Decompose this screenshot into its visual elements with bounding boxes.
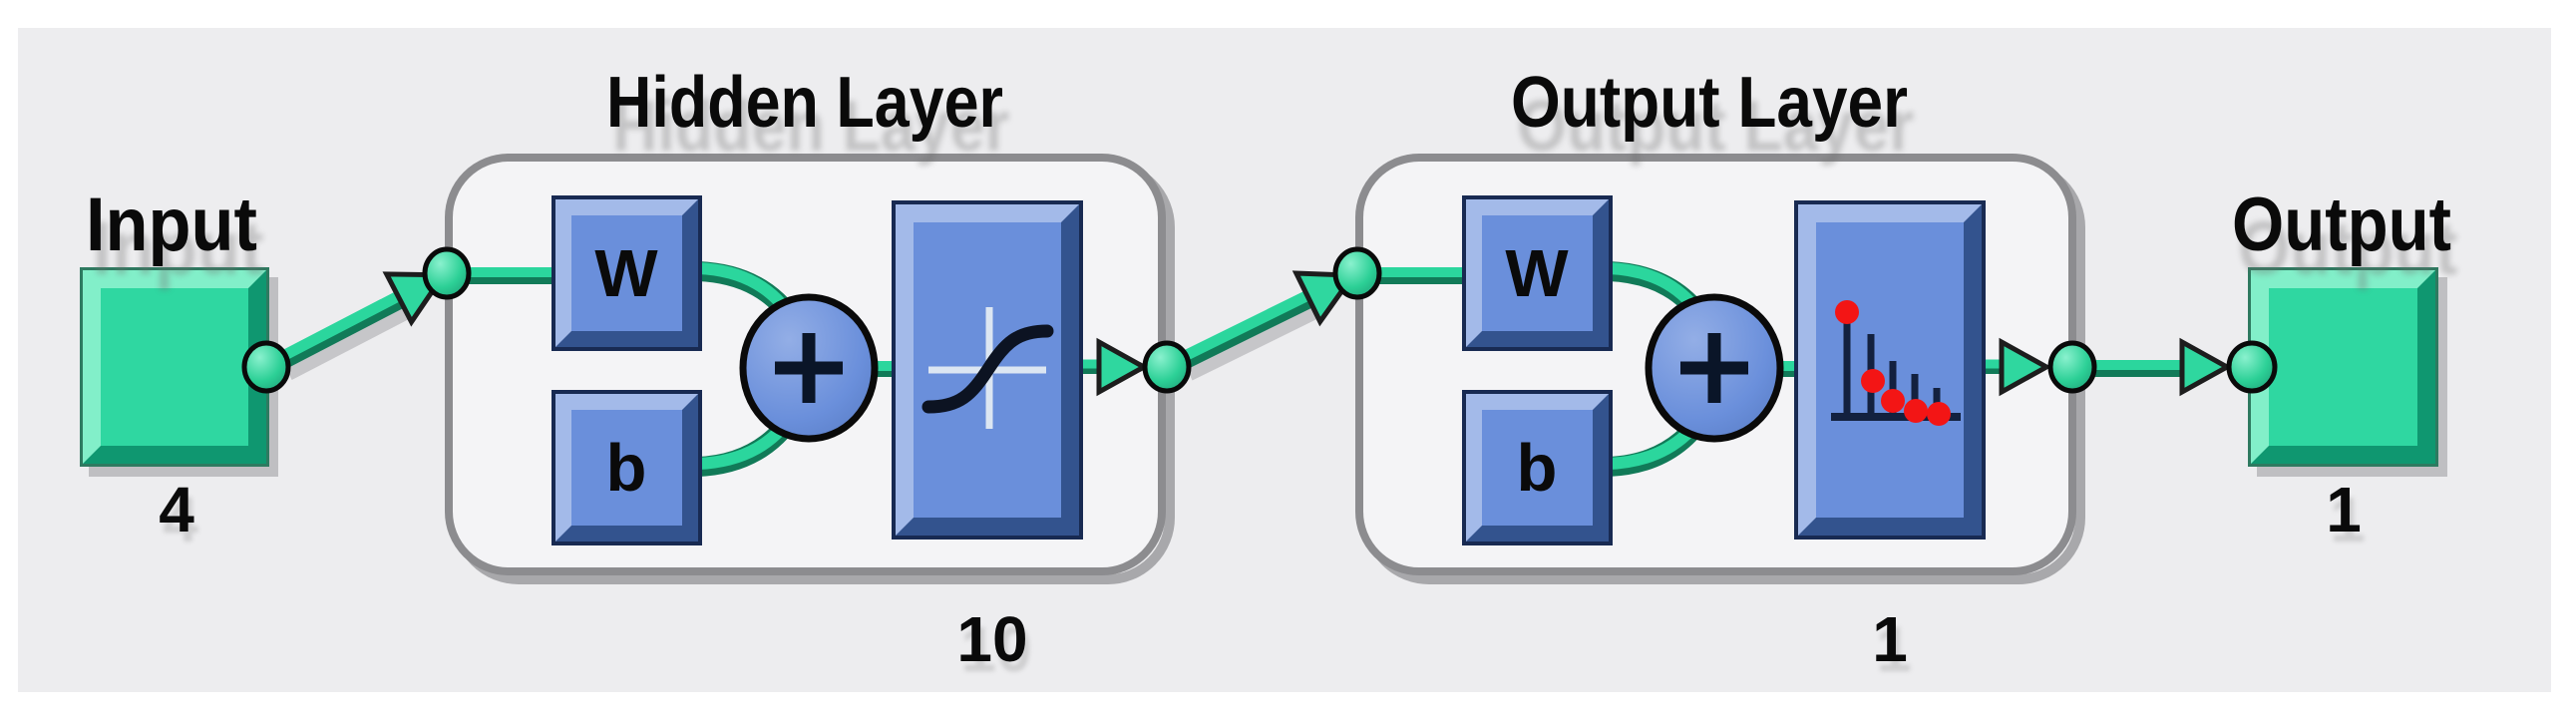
output-bias-block: b xyxy=(1462,390,1613,545)
weight-block-face xyxy=(571,215,682,331)
output-weight-block: W xyxy=(1462,195,1613,351)
softmax-stem-plot-icon xyxy=(1831,300,1961,426)
weight-label: W xyxy=(594,236,658,311)
input-size-label: 4 xyxy=(159,474,194,545)
hidden-transfer-block xyxy=(892,200,1083,540)
hidden-layer-size-label: 10 xyxy=(956,603,1027,675)
sum-plus-icon xyxy=(775,333,843,403)
output-layer-size-label: 1 xyxy=(1872,603,1908,675)
hidden-entry-node-icon xyxy=(422,246,472,300)
output-exit-arrowhead-icon xyxy=(1999,337,2052,397)
weight-block-light-bevel xyxy=(555,199,698,347)
bias-label: b xyxy=(606,431,647,506)
hidden-bias-block: b xyxy=(552,390,702,545)
stem-dot xyxy=(1904,399,1928,423)
bias-block-face xyxy=(1482,410,1593,526)
bias-block-light-bevel xyxy=(1466,394,1609,541)
weight-label: W xyxy=(1505,236,1569,311)
tansig-sigmoid-curve-icon xyxy=(921,307,1054,429)
bias-label: b xyxy=(1517,431,1558,506)
output-size-label: 1 xyxy=(2326,474,2362,545)
arrow-shaft xyxy=(274,289,405,364)
input-label: Input xyxy=(86,182,257,267)
bias-block-light-bevel xyxy=(555,394,698,541)
output-layer-title: Output Layer xyxy=(1511,63,1908,143)
hidden-exit-node-icon xyxy=(1142,340,1192,394)
input-node-icon xyxy=(241,340,291,394)
sum-plus-icon xyxy=(1680,333,1748,403)
bias-block-face xyxy=(571,410,682,526)
output-transfer-block xyxy=(1794,200,1986,540)
output-label: Output xyxy=(2232,182,2451,267)
input-block-face xyxy=(101,288,248,446)
final-arrowhead-icon xyxy=(2179,337,2233,397)
output-exit-node-icon xyxy=(2047,340,2097,394)
hidden-exit-arrowhead-icon xyxy=(1096,337,1150,397)
output-block xyxy=(2248,267,2447,477)
hidden-sum-junction xyxy=(739,293,879,443)
interlayer-arrow-shadow xyxy=(1183,299,1319,381)
hidden-weight-block: W xyxy=(552,195,702,351)
input-arrow-shadow xyxy=(282,300,411,381)
stem-dot xyxy=(1835,300,1859,324)
arrow-shaft xyxy=(1176,288,1313,364)
hidden-layer-title: Hidden Layer xyxy=(606,63,1003,143)
stem-dot xyxy=(1927,402,1951,426)
final-node-icon xyxy=(2226,340,2278,394)
stem-dot xyxy=(1861,369,1885,393)
output-sum-junction xyxy=(1645,293,1784,443)
weight-block-light-bevel xyxy=(1466,199,1609,347)
output-block-face xyxy=(2269,288,2417,446)
output-entry-node-icon xyxy=(1332,246,1382,300)
weight-block-face xyxy=(1482,215,1593,331)
stem-dot xyxy=(1881,389,1905,413)
